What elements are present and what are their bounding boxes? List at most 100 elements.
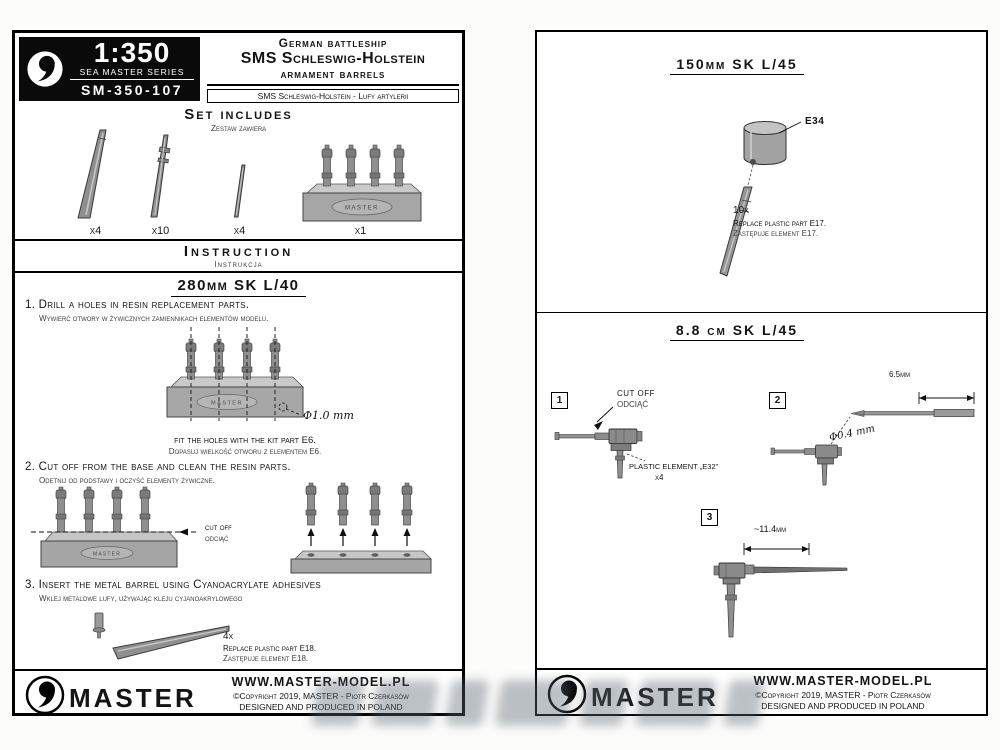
product-code: SM-350-107 (80, 82, 184, 98)
step3-instruction-en: 3. Insert the metal barrel using Cyanoac… (25, 579, 322, 591)
step1-instruction-pl: Wywierć otwory w żywicznych zamiennikach… (39, 314, 269, 323)
kit-title-line2: SMS Schleswig-Holstein (240, 50, 426, 67)
88-plastic-element-note: PLASTIC ELEMENT „E32” (629, 462, 719, 471)
step-number-1: 1 (551, 392, 568, 409)
resin-barrel (345, 144, 357, 187)
barrel-150mm-image (150, 134, 171, 218)
resin-barrel (369, 144, 381, 187)
instruction-title: Instruction (183, 243, 294, 260)
master-wordmark: MASTER (69, 683, 197, 713)
resin-barrel (337, 482, 349, 546)
qty-label-280: x4 (89, 225, 102, 237)
150mm-qty: 10x (733, 205, 749, 216)
block-brand-text: MASTER (345, 206, 379, 212)
barrel-88mm-image (234, 164, 246, 218)
step1-instruction-en: 1. Drill a holes in resin replacement pa… (25, 299, 250, 311)
150mm-note-pl: Zastępuje element E17. (733, 229, 819, 238)
footer-divider (15, 669, 462, 671)
step1-note-pl: Dopasuj wielkość otworu z elementem E6. (168, 447, 322, 456)
resin-barrel (83, 486, 95, 533)
kit-title-line1: German battleship (278, 36, 388, 50)
88-step3-length-label: ~11.4mm (754, 524, 787, 534)
cut-off-label-en: cut off (205, 522, 232, 532)
section-88-title-wrap: 8.8 cm SK L/45 (597, 322, 877, 341)
step1-note-en: fit the holes with the kit part E6. (174, 435, 316, 446)
master-logo-icon (27, 51, 63, 87)
footer-website: WWW.MASTER-MODEL.PL (231, 675, 411, 689)
resin-barrel (305, 482, 317, 546)
set-includes-title-pl: Zestaw zawiera (210, 123, 267, 133)
88mm-step1-diagram (554, 406, 646, 479)
88-step1-qty: x4 (655, 473, 664, 482)
section-150-title: 150mm SK L/45 (670, 56, 804, 75)
step3-qty: 4x (223, 631, 234, 642)
header-divider-line (70, 79, 194, 80)
section-150-title-wrap: 150mm SK L/45 (597, 56, 877, 75)
step-number-3: 3 (701, 509, 718, 526)
master-wordmark: MASTER (591, 682, 719, 712)
step1-drilling-diagram: MASTER (166, 327, 304, 421)
footer-text-block: WWW.MASTER-MODEL.PL ©Copyright 2019, MAS… (185, 675, 457, 712)
instruction-header: Instruction Instrukcja (15, 243, 462, 269)
step3-instruction-pl: Wklej metalowe lufy, używając kleju cyja… (39, 594, 243, 603)
section-280-title: 280mm SK L/40 (171, 277, 306, 297)
brand-header-box: 1:350 SEA MASTER SERIES SM-350-107 (19, 37, 200, 101)
footer-website: WWW.MASTER-MODEL.PL (753, 674, 933, 688)
section-88-title: 8.8 cm SK L/45 (669, 322, 805, 341)
88mm-step3-diagram (713, 543, 848, 638)
barrel-280mm-image (77, 129, 107, 219)
150mm-note-en: Replace plastic part E17. (733, 219, 827, 228)
block-brand-text: MASTER (211, 401, 243, 407)
resin-barrel (393, 144, 405, 187)
88-step2-length-label: 6.5mm (889, 370, 911, 379)
qty-label-88: x4 (233, 225, 246, 237)
page-left: 1:350 SEA MASTER SERIES SM-350-107 Germa… (12, 30, 465, 716)
step-number-2: 2 (769, 392, 786, 409)
set-includes-header: Set includes Zestaw zawiera (15, 106, 462, 133)
resin-barrel (321, 144, 333, 187)
set-includes-title: Set includes (184, 106, 293, 123)
instruction-title-pl: Instrukcja (214, 260, 263, 269)
brand-header-text: 1:350 SEA MASTER SERIES SM-350-107 (67, 39, 197, 98)
section-280-title-wrap: 280mm SK L/40 (15, 277, 462, 297)
kit-subtitle: SMS Schleswig-Holstein - Lufy artylerii (207, 89, 459, 103)
step2-instruction-en: 2. Cut off from the base and clean the r… (25, 461, 291, 473)
footer-text-block: WWW.MASTER-MODEL.PL ©Copyright 2019, MAS… (707, 674, 979, 711)
kit-title-block: German battleship SMS Schleswig-Holstein… (207, 36, 459, 103)
88mm-step2-diagram (770, 392, 975, 486)
page-right: 150mm SK L/45 E34 10x Replace plastic pa… (535, 30, 988, 716)
resin-barrel (369, 482, 381, 546)
block-brand-text: MASTER (93, 552, 121, 558)
section-divider (537, 312, 986, 313)
master-logo-icon (547, 674, 587, 714)
drill-diameter-label: Φ1.0 mm (303, 409, 354, 422)
step2-separated-diagram (290, 482, 432, 574)
kit-title-line3: armament barrels (207, 67, 459, 86)
resin-barrel (55, 486, 67, 533)
step2-castblock-diagram: MASTER (31, 486, 197, 568)
part-e34-label: E34 (805, 116, 825, 127)
step2-instruction-pl: Odetnij od podstawy i oczyść elementy ży… (39, 476, 215, 485)
resin-barrel (139, 486, 151, 533)
step3-metal-barrel-diagram (92, 612, 230, 660)
qty-label-block: x1 (354, 225, 367, 237)
88-cut-off-label-en: CUT OFF (617, 389, 656, 398)
cut-off-label-pl: odciąć (205, 534, 229, 543)
resin-barrel (111, 486, 123, 533)
series-label: SEA MASTER SERIES (79, 67, 185, 77)
footer-copyright: ©Copyright 2019, MASTER - Piotr Czerkasó… (233, 691, 409, 701)
footer-produced: DESIGNED AND PRODUCED IN POLAND (239, 702, 403, 712)
section-divider (15, 271, 462, 273)
footer-copyright: ©Copyright 2019, MASTER - Piotr Czerkasó… (755, 690, 931, 700)
step3-note-pl: Zastępuje element E18. (223, 654, 309, 663)
150mm-part-diagram (719, 121, 802, 277)
88-cut-off-label-pl: ODCIĄĆ (617, 400, 649, 409)
footer-divider (537, 668, 986, 670)
resin-block-image: MASTER (302, 144, 423, 222)
section-divider (15, 239, 462, 241)
footer-produced: DESIGNED AND PRODUCED IN POLAND (761, 701, 925, 711)
step3-note-en: Replace plastic part E18. (223, 644, 317, 653)
master-logo-icon (25, 675, 65, 715)
resin-barrel (401, 482, 413, 546)
